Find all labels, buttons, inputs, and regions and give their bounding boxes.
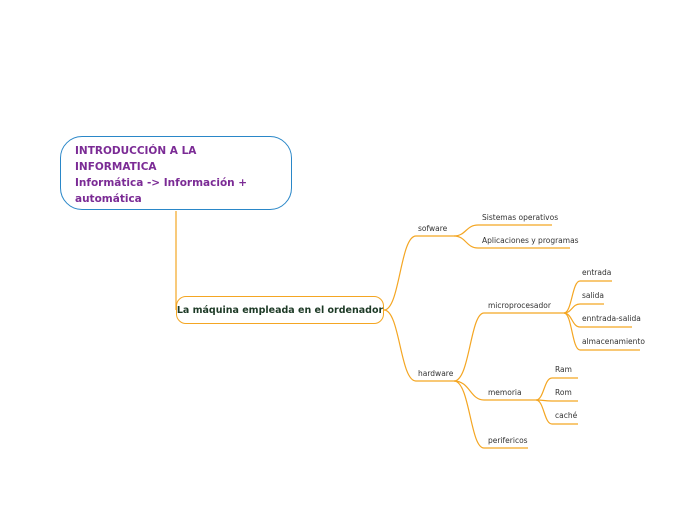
link-micro-alm bbox=[563, 312, 640, 351]
root-title-line1: INTRODUCCIÓN A LA bbox=[75, 145, 197, 157]
central-topic[interactable]: La máquina empleada en el ordenador bbox=[176, 296, 384, 324]
link-hardware-memoria bbox=[453, 380, 536, 401]
topic-perifericos[interactable]: perifericos bbox=[488, 436, 528, 445]
root-title-line2: INFORMATICA bbox=[75, 161, 157, 173]
topic-hardware[interactable]: hardware bbox=[418, 369, 454, 378]
topic-entrada-salida[interactable]: enntrada-salida bbox=[582, 314, 641, 323]
link-micro-entrada bbox=[563, 280, 612, 314]
link-hardware-micro bbox=[453, 312, 564, 382]
root-topic[interactable]: INTRODUCCIÓN A LA INFORMATICA Informátic… bbox=[60, 136, 292, 210]
link-mem-cache bbox=[535, 399, 578, 425]
topic-entrada[interactable]: entrada bbox=[582, 268, 612, 277]
link-central-sofware bbox=[383, 235, 454, 311]
root-title-line3: Informática -> Información + bbox=[75, 177, 248, 189]
link-central-hardware bbox=[383, 309, 454, 382]
topic-cache[interactable]: caché bbox=[555, 411, 578, 420]
topic-rom[interactable]: Rom bbox=[555, 388, 572, 397]
link-micro-salida bbox=[563, 303, 604, 314]
topic-aplicaciones[interactable]: Aplicaciones y programas bbox=[482, 236, 579, 245]
root-title-line4: automática bbox=[75, 193, 142, 205]
topic-memoria[interactable]: memoria bbox=[488, 388, 522, 397]
topic-salida[interactable]: salida bbox=[582, 291, 605, 300]
topic-microprocesador[interactable]: microprocesador bbox=[488, 301, 551, 310]
link-mem-rom bbox=[535, 399, 578, 402]
topic-sofware[interactable]: sofware bbox=[418, 224, 448, 233]
topic-ram[interactable]: Ram bbox=[555, 365, 572, 374]
link-hardware-perifericos bbox=[453, 380, 528, 449]
link-sofware-apps bbox=[453, 235, 570, 249]
topic-almacenamiento[interactable]: almacenamiento bbox=[582, 337, 645, 346]
central-topic-label: La máquina empleada en el ordenador bbox=[176, 304, 384, 316]
link-mem-ram bbox=[535, 377, 578, 401]
topic-sistemas-operativos[interactable]: Sistemas operativos bbox=[482, 213, 559, 222]
link-sofware-so bbox=[453, 224, 552, 237]
